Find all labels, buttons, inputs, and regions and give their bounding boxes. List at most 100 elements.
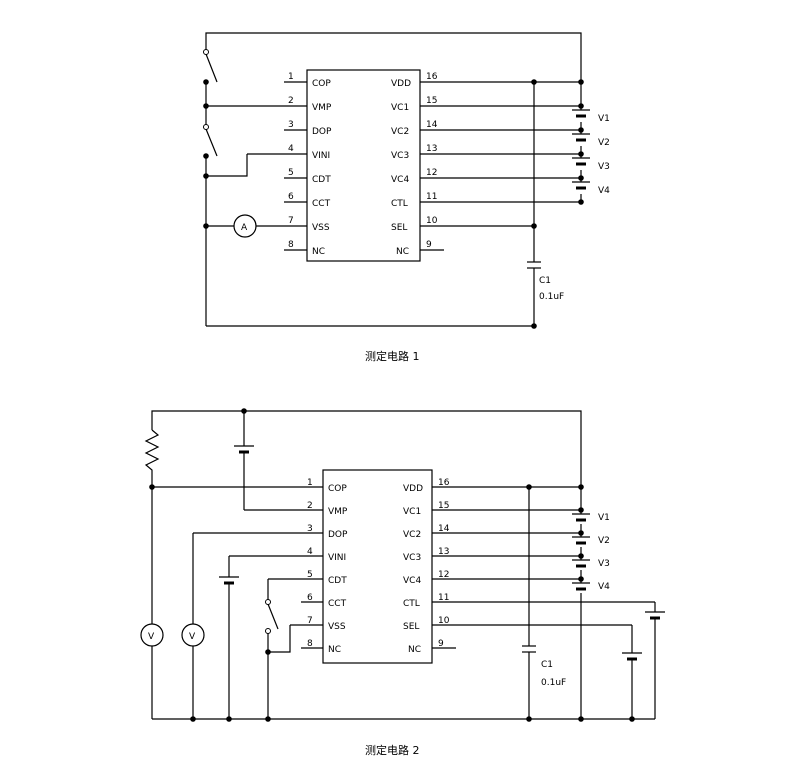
battery-label: V3 xyxy=(598,559,610,569)
pin-name: DOP xyxy=(328,530,348,540)
ic2-left-pin-stubs xyxy=(152,486,323,649)
pin-number: 10 xyxy=(426,216,438,226)
battery-stack-circuit1: V1 V2 V3 V4 xyxy=(572,109,610,196)
pin-name: NC xyxy=(396,247,409,257)
pin-number: 1 xyxy=(288,72,294,82)
ic-body-2 xyxy=(322,469,433,664)
pin-name: VSS xyxy=(328,622,346,632)
pin-name: CDT xyxy=(328,576,347,586)
battery-label: V4 xyxy=(598,186,610,196)
ic1-left-pin-stubs xyxy=(206,81,307,251)
ammeter-1: A xyxy=(233,214,257,238)
voltmeter-label: V xyxy=(189,632,196,642)
pin-name: COP xyxy=(328,484,347,494)
ic1-right-labels: 16 VDD 15 VC1 14 VC2 13 VC3 12 VC4 11 CT… xyxy=(391,72,438,257)
pin-name: SEL xyxy=(391,223,407,233)
junction-dots-circuit1 xyxy=(203,79,584,329)
pin-name: CTL xyxy=(391,199,408,209)
pin-number: 7 xyxy=(288,216,294,226)
pin-name: VC1 xyxy=(403,507,421,517)
pin-number: 2 xyxy=(307,501,313,511)
capacitor-value: 0.1uF xyxy=(539,292,564,302)
switch-contact xyxy=(203,124,209,130)
pin-number: 9 xyxy=(438,639,444,649)
pin-number: 5 xyxy=(288,168,294,178)
circuit-1: 1 COP 2 VMP 3 DOP 4 VINI 5 CDT 6 CCT 7 V… xyxy=(203,32,610,363)
ic1-right-pin-stubs xyxy=(420,81,581,251)
pin-number: 3 xyxy=(307,524,313,534)
pin-name: CTL xyxy=(403,599,420,609)
pin-name: VC4 xyxy=(403,576,421,586)
voltmeter-label: V xyxy=(148,632,155,642)
pin-name: CCT xyxy=(328,599,347,609)
pin-number: 15 xyxy=(438,501,449,511)
circuit1-wires xyxy=(205,32,582,327)
pin-number: 6 xyxy=(288,192,294,202)
pin-name: VC2 xyxy=(391,127,409,137)
pin-name: NC xyxy=(408,645,421,655)
pin-name: VSS xyxy=(312,223,330,233)
ic-body-1 xyxy=(306,69,421,262)
switch-contact xyxy=(203,49,209,55)
pin-number: 9 xyxy=(426,240,432,250)
pin-name: CCT xyxy=(312,199,331,209)
pin-number: 8 xyxy=(307,639,313,649)
capacitor-c1-circuit2: C1 0.1uF xyxy=(522,645,566,688)
pin-number: 3 xyxy=(288,120,294,130)
pin-number: 15 xyxy=(426,96,437,106)
pin-number: 14 xyxy=(426,120,438,130)
pin-name: VMP xyxy=(328,507,348,517)
auxiliary-batteries-circuit2 xyxy=(219,445,665,661)
battery-stack-circuit2: V1 V2 V3 V4 xyxy=(572,513,610,592)
pin-number: 7 xyxy=(307,616,313,626)
pin-name: VC1 xyxy=(391,103,409,113)
pin-name: SEL xyxy=(403,622,419,632)
pin-number: 4 xyxy=(307,547,313,557)
battery-label: V3 xyxy=(598,162,610,172)
ammeter-label: A xyxy=(241,223,248,233)
pin-name: VDD xyxy=(403,484,423,494)
pin-number: 11 xyxy=(438,593,449,603)
pin-number: 16 xyxy=(426,72,438,82)
battery-label: V4 xyxy=(598,582,610,592)
pin-number: 2 xyxy=(288,96,294,106)
pin-name: VINI xyxy=(312,151,330,161)
pin-name: VC2 xyxy=(403,530,421,540)
circuit2-caption: 测定电路 2 xyxy=(365,743,420,757)
pin-number: 16 xyxy=(438,478,450,488)
ic1-left-labels: 1 COP 2 VMP 3 DOP 4 VINI 5 CDT 6 CCT 7 V… xyxy=(288,72,332,257)
capacitor-name: C1 xyxy=(541,660,553,670)
circuit1-caption: 测定电路 1 xyxy=(365,349,420,363)
switch-contact xyxy=(265,599,271,605)
pin-number: 10 xyxy=(438,616,450,626)
capacitor-value: 0.1uF xyxy=(541,678,566,688)
pin-number: 1 xyxy=(307,478,313,488)
pin-name: CDT xyxy=(312,175,331,185)
pin-name: DOP xyxy=(312,127,332,137)
battery-label: V1 xyxy=(598,513,610,523)
pin-name: VDD xyxy=(391,79,411,89)
voltmeter-2: V xyxy=(181,623,205,647)
pin-name: NC xyxy=(312,247,325,257)
pin-number: 11 xyxy=(426,192,437,202)
pin-name: NC xyxy=(328,645,341,655)
pin-name: COP xyxy=(312,79,331,89)
ic2-right-labels: 16 VDD 15 VC1 14 VC2 13 VC3 12 VC4 11 CT… xyxy=(403,478,450,655)
pin-number: 12 xyxy=(426,168,437,178)
pin-name: VC3 xyxy=(403,553,421,563)
pin-name: VINI xyxy=(328,553,346,563)
capacitor-c1-circuit1: C1 0.1uF xyxy=(527,261,564,302)
battery-label: V1 xyxy=(598,114,610,124)
pin-number: 14 xyxy=(438,524,450,534)
capacitor-name: C1 xyxy=(539,276,551,286)
ic2-left-labels: 1 COP 2 VMP 3 DOP 4 VINI 5 CDT 6 CCT 7 V… xyxy=(307,478,348,655)
pin-number: 6 xyxy=(307,593,313,603)
pin-name: VC3 xyxy=(391,151,409,161)
pin-name: VC4 xyxy=(391,175,409,185)
pin-number: 12 xyxy=(438,570,449,580)
junction-dots-circuit2 xyxy=(149,408,635,722)
circuit-2: 1 COP 2 VMP 3 DOP 4 VINI 5 CDT 6 CCT 7 V… xyxy=(140,408,665,757)
pin-name: VMP xyxy=(312,103,332,113)
pin-number: 13 xyxy=(438,547,449,557)
